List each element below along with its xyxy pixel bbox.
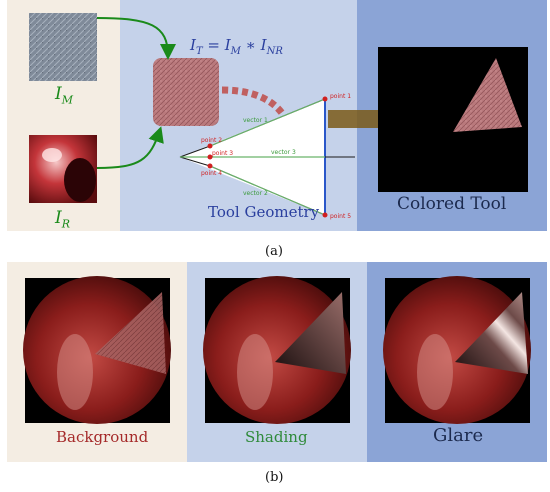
point-3-marker: [207, 154, 213, 160]
panel-b: [7, 262, 547, 462]
glare-label: Glare: [433, 425, 484, 446]
panel-b-caption: (b): [265, 470, 284, 485]
colored-tool-label: Colored Tool: [397, 194, 507, 214]
texture-metal-image: [29, 13, 97, 81]
input-real-label: IR: [55, 208, 71, 231]
nasal-cavity-dark-region: [64, 158, 96, 202]
vector-1-line: [209, 98, 326, 147]
arrow-nasal-to-texture: [96, 126, 164, 169]
shading-example-image: [203, 276, 351, 424]
point-4-marker: [207, 163, 213, 169]
glare-example-image: [383, 276, 531, 424]
tissue-texture-image: [153, 58, 219, 126]
point-2-label: point 2: [201, 137, 223, 144]
equation-label: IT = IM ∗ INR: [190, 36, 283, 57]
point-2-marker: [207, 143, 213, 149]
point-3-label: point 3: [212, 150, 234, 157]
vector-3-label: vector 3: [271, 149, 296, 156]
point-1-marker: [322, 96, 328, 102]
shading-label: Shading: [245, 428, 308, 446]
dashed-arrow-texture-to-geometry: [221, 86, 294, 133]
background-example-image: [23, 276, 171, 424]
tool-geometry-label: Tool Geometry: [208, 203, 320, 221]
vector-1-label: vector 1: [243, 117, 268, 124]
arrow-metal-to-texture: [96, 17, 176, 60]
background-label: Background: [56, 428, 149, 446]
point-4-label: point 4: [201, 170, 223, 177]
point-1-label: point 1: [330, 93, 352, 100]
vector-2-label: vector 2: [243, 190, 268, 197]
panel-a-caption: (a): [265, 244, 283, 259]
vector-2-line: [209, 165, 326, 216]
point-5-marker: [322, 212, 328, 218]
point-5-label: point 5: [330, 213, 352, 220]
panel-a: [7, 0, 547, 231]
colored-tool-triangle: [453, 58, 522, 132]
input-metal-label: IM: [55, 84, 73, 107]
